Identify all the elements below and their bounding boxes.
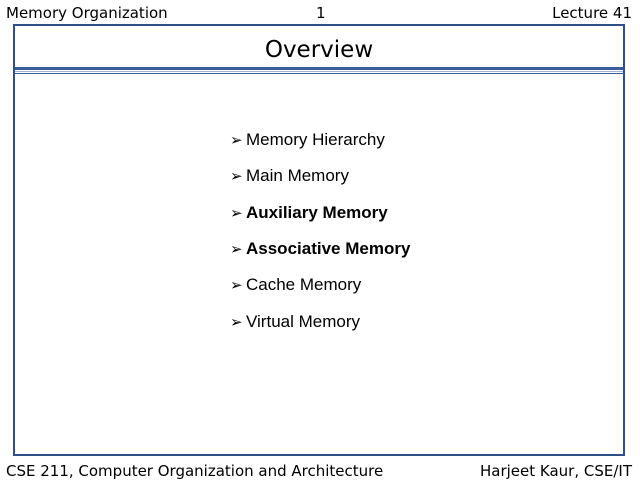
list-item: ➢ Main Memory [230, 158, 410, 194]
slide-title: Overview [264, 37, 374, 63]
arrow-bullet-icon: ➢ [230, 312, 243, 331]
arrow-bullet-icon: ➢ [230, 131, 243, 150]
bullet-list: ➢ Memory Hierarchy ➢ Main Memory ➢ Auxil… [230, 122, 410, 340]
list-item: ➢ Virtual Memory [230, 303, 410, 339]
header-page-number: 1 [316, 4, 326, 22]
bullet-text: Main Memory [246, 166, 349, 186]
title-rule-inner [15, 71, 623, 72]
list-item: ➢ Memory Hierarchy [230, 122, 410, 158]
list-item: ➢ Associative Memory [230, 231, 410, 267]
bullet-text: Memory Hierarchy [246, 130, 385, 150]
bullet-text: Virtual Memory [246, 311, 360, 331]
footer-course-name: CSE 211, Computer Organization and Archi… [6, 462, 384, 480]
arrow-bullet-icon: ➢ [230, 203, 243, 222]
arrow-bullet-icon: ➢ [230, 167, 243, 186]
slide-frame: Overview [13, 24, 625, 456]
arrow-bullet-icon: ➢ [230, 240, 243, 259]
title-rule-lower [15, 73, 623, 74]
footer-author: Harjeet Kaur, CSE/IT [480, 462, 632, 480]
header-lecture-number: Lecture 41 [552, 4, 632, 22]
title-rule [15, 67, 623, 70]
bullet-text: Auxiliary Memory [246, 202, 388, 222]
list-item: ➢ Auxiliary Memory [230, 195, 410, 231]
header-course-topic: Memory Organization [6, 4, 168, 22]
bullet-text: Associative Memory [246, 239, 411, 259]
list-item: ➢ Cache Memory [230, 267, 410, 303]
arrow-bullet-icon: ➢ [230, 276, 243, 295]
bullet-text: Cache Memory [246, 275, 362, 295]
